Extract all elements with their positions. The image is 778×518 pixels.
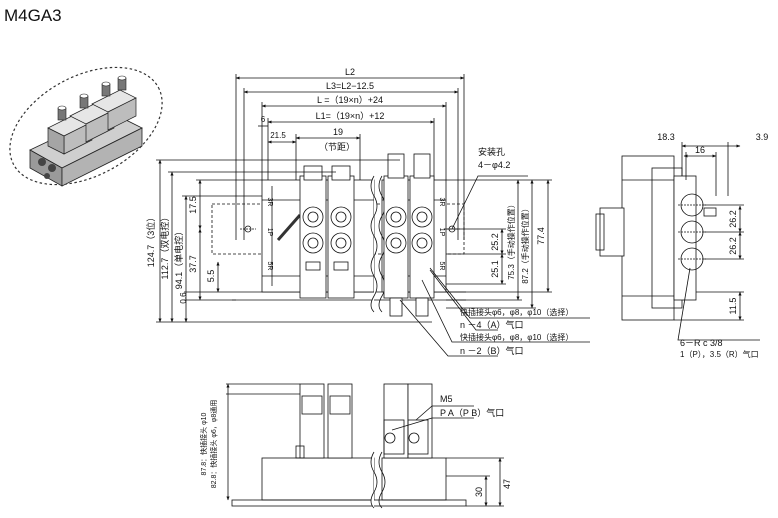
dim-l: L =（19×n）+24 xyxy=(317,95,383,105)
port-rc-desc: 1（P），3.5（R）气口 xyxy=(680,349,759,359)
mount-hole-spec: 4－φ4.2 xyxy=(478,160,510,170)
port-3r-left: 3R xyxy=(266,198,273,207)
dim-25-1: 25.1 xyxy=(490,260,500,278)
dim-l2: L2 xyxy=(345,67,355,77)
dim-0-6: 0.6 xyxy=(179,292,188,304)
dim-l1: L1=（19×n）+12 xyxy=(316,111,385,121)
dim-47: 47 xyxy=(502,479,512,489)
front-view xyxy=(156,74,590,357)
m5-label: M5 xyxy=(440,394,453,404)
fitting-label-a: 快插接头φ6，φ8，φ10（选择） xyxy=(460,307,573,317)
dim-94-1: 94.1（单电控） xyxy=(173,227,184,290)
bottom-vertical-note-1: 87.8：快插接头 φ10 xyxy=(199,412,208,475)
port-1p-right: 1P xyxy=(438,228,445,237)
dim-5-5: 5.5 xyxy=(206,270,216,283)
fitting-label-b: 快插接头φ6，φ8，φ10（选择） xyxy=(460,332,573,342)
port-n2-label: n －2（B）气口 xyxy=(460,345,524,356)
dim-26-2-upper: 26.2 xyxy=(728,210,738,228)
front-view-labels: L2 L3=L2−12.5 L =（19×n）+24 L1=（19×n）+12 … xyxy=(145,67,573,356)
dim-112-7: 112.7（双电控） xyxy=(159,213,170,280)
dim-21-5: 21.5 xyxy=(270,131,286,140)
dim-17-5: 17.5 xyxy=(188,196,198,214)
port-rc-label: 6－R c 3/8 xyxy=(680,338,723,348)
dim-26-2-lower: 26.2 xyxy=(728,237,738,255)
pitch-label: （节距） xyxy=(319,142,355,152)
dim-30: 30 xyxy=(474,487,484,497)
dim-124-7: 124.7（3位） xyxy=(145,213,156,268)
side-view xyxy=(595,142,760,341)
dim-77-4: 77.4 xyxy=(536,227,546,245)
dim-75-3: 75.3（手动操作位置） xyxy=(506,200,516,280)
dim-6: 6 xyxy=(261,115,266,124)
bottom-vertical-note-2: 82.8：快插接头 φ6，φ8通用 xyxy=(209,400,218,488)
bottom-view xyxy=(226,383,504,509)
port-3r-right: 3R xyxy=(438,198,445,207)
isometric-illustration xyxy=(9,66,163,187)
dim-37-7: 37.7 xyxy=(188,255,198,273)
port-1p-left: 1P xyxy=(266,228,273,237)
dim-l3: L3=L2−12.5 xyxy=(326,81,374,91)
bottom-view-labels: M5 P A（P B）气口 47 30 87.8：快插接头 φ10 82.8：快… xyxy=(199,394,512,497)
dim-87-2: 87.2（手动操作位置） xyxy=(520,204,530,284)
dim-11-5: 11.5 xyxy=(728,298,738,315)
side-view-labels: 18.3 3.9 16 26.2 26.2 11.5 6－R c 3/8 1（P… xyxy=(657,132,768,359)
port-5r-left: 5R xyxy=(266,262,273,271)
dim-18-3: 18.3 xyxy=(657,132,675,142)
dim-3-9: 3.9 xyxy=(756,132,769,142)
pa-pb-label: P A（P B）气口 xyxy=(440,407,504,418)
mount-hole-label: 安装孔 xyxy=(478,146,505,157)
port-5r-right: 5R xyxy=(438,262,445,271)
dim-25-2: 25.2 xyxy=(490,233,500,251)
dim-16: 16 xyxy=(695,145,705,155)
port-n4-label: n －4（A）气口 xyxy=(460,319,524,330)
dim-19: 19 xyxy=(333,127,343,137)
page-title: M4GA3 xyxy=(4,6,62,25)
